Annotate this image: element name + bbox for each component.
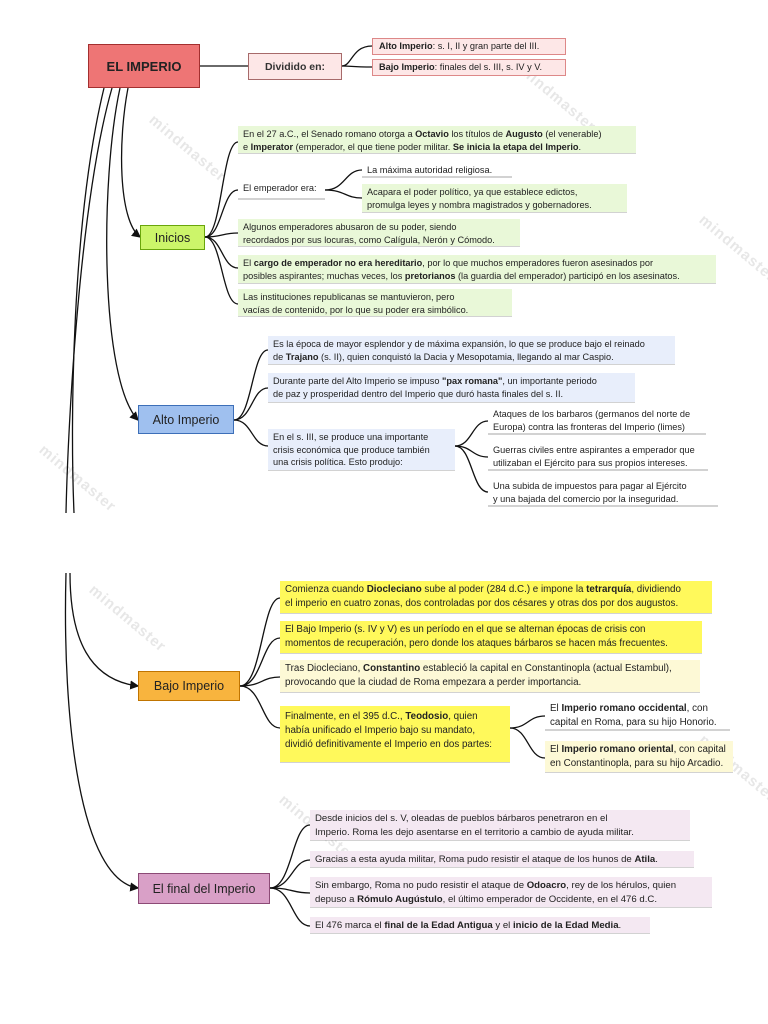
alto-node-trajano[interactable]: Es la época de mayor esplendor y de máxi…	[268, 336, 675, 364]
inicios-node-emperador[interactable]: El emperador era:	[243, 183, 317, 193]
alto-node-crisis[interactable]: En el s. III, se produce una importante …	[268, 429, 455, 470]
connector	[239, 637, 281, 687]
root-node[interactable]: EL IMPERIO	[88, 44, 200, 88]
inicios-node-abusos[interactable]: Algunos emperadores abusaron de su poder…	[238, 219, 520, 246]
watermark: mindmaster	[35, 441, 120, 516]
page-gap	[0, 513, 768, 573]
final-node-476[interactable]: El 476 marca el final de la Edad Antigua…	[310, 917, 650, 933]
bajo-sub-oriental[interactable]: El Imperio romano oriental, con capital …	[545, 741, 733, 772]
connector	[204, 236, 239, 269]
branch-inicios-title: Inicios	[154, 230, 191, 245]
inicios-sub-politico[interactable]: Acapara el poder político, ya que establ…	[362, 184, 627, 212]
alto-sub-impuestos[interactable]: Una subida de impuestos para pagar al Ej…	[493, 481, 687, 504]
connector	[269, 824, 311, 889]
connector	[204, 232, 239, 238]
connector	[341, 45, 373, 67]
connector	[269, 887, 311, 894]
connector	[204, 236, 239, 305]
inicios-sub-religiosa[interactable]: La máxima autoridad religiosa.	[367, 165, 493, 175]
bajo-sub-occidental[interactable]: El Imperio romano occidental, con capita…	[550, 703, 717, 728]
inicios-node-hereditario[interactable]: El cargo de emperador no era hereditario…	[238, 255, 716, 283]
bajo-node-periodo[interactable]: El Bajo Imperio (s. IV y V) es un períod…	[280, 621, 702, 653]
alto-node-pax-romana[interactable]: Durante parte del Alto Imperio se impuso…	[268, 373, 635, 402]
connector	[239, 676, 281, 687]
connector	[233, 387, 269, 421]
connector	[324, 169, 363, 191]
branch-bajo-title: Bajo Imperio	[153, 679, 225, 693]
watermark: mindmaster	[85, 581, 170, 656]
divided-node[interactable]: Dividido en:	[248, 53, 342, 80]
connector	[454, 420, 489, 447]
final-node-barbaros[interactable]: Desde inicios del s. V, oleadas de puebl…	[310, 810, 690, 840]
divided-label: Dividido en:	[264, 60, 326, 73]
final-node-odoacro[interactable]: Sin embargo, Roma no pudo resistir el at…	[310, 877, 712, 907]
bajo-node-diocleciano[interactable]: Comienza cuando Diocleciano sube al pode…	[280, 581, 712, 613]
inicios-node-octavio[interactable]: En el 27 a.C., el Senado romano otorga a…	[238, 126, 636, 153]
branch-inicios[interactable]: Inicios	[140, 225, 205, 250]
alto-sub-guerras[interactable]: Guerras civiles entre aspirantes a emper…	[493, 445, 695, 468]
connector	[509, 727, 546, 759]
connector	[71, 87, 105, 514]
branch-alto-title: Alto Imperio	[152, 412, 220, 427]
connector	[454, 445, 489, 493]
connector	[233, 419, 269, 447]
connector	[509, 715, 546, 729]
divided-item-alto[interactable]: Alto Imperio: s. I, II y gran parte del …	[372, 38, 566, 55]
connector	[454, 445, 489, 458]
bajo-node-teodosio[interactable]: Finalmente, en el 395 d.C., Teodosio, qu…	[280, 706, 510, 762]
connector	[65, 87, 113, 514]
connector	[239, 597, 281, 687]
connector	[204, 189, 239, 238]
bajo-node-constantino[interactable]: Tras Diocleciano, Constantino estableció…	[280, 660, 700, 692]
alto-sub-barbaros[interactable]: Ataques de los barbaros (germanos del no…	[493, 409, 691, 432]
branch-bajo-imperio[interactable]: Bajo Imperio	[138, 671, 240, 701]
connector	[239, 685, 281, 729]
branch-final-imperio[interactable]: El final del Imperio	[138, 873, 270, 904]
branch-final-title: El final del Imperio	[152, 881, 256, 896]
connector	[120, 87, 142, 238]
final-node-atila[interactable]: Gracias a esta ayuda militar, Roma pudo …	[310, 851, 694, 867]
connector	[269, 887, 311, 927]
inicios-node-instituciones[interactable]: Las instituciones republicanas se mantuv…	[238, 289, 512, 316]
connector	[233, 349, 269, 421]
divided-item-bajo[interactable]: Bajo Imperio: finales del s. III, s. IV …	[372, 59, 566, 76]
connector	[269, 859, 311, 889]
watermark: mindmaster	[145, 111, 230, 186]
connector	[106, 87, 139, 421]
root-title: EL IMPERIO	[106, 58, 182, 74]
connector	[341, 65, 373, 68]
connector	[324, 189, 363, 199]
branch-alto-imperio[interactable]: Alto Imperio	[138, 405, 234, 434]
